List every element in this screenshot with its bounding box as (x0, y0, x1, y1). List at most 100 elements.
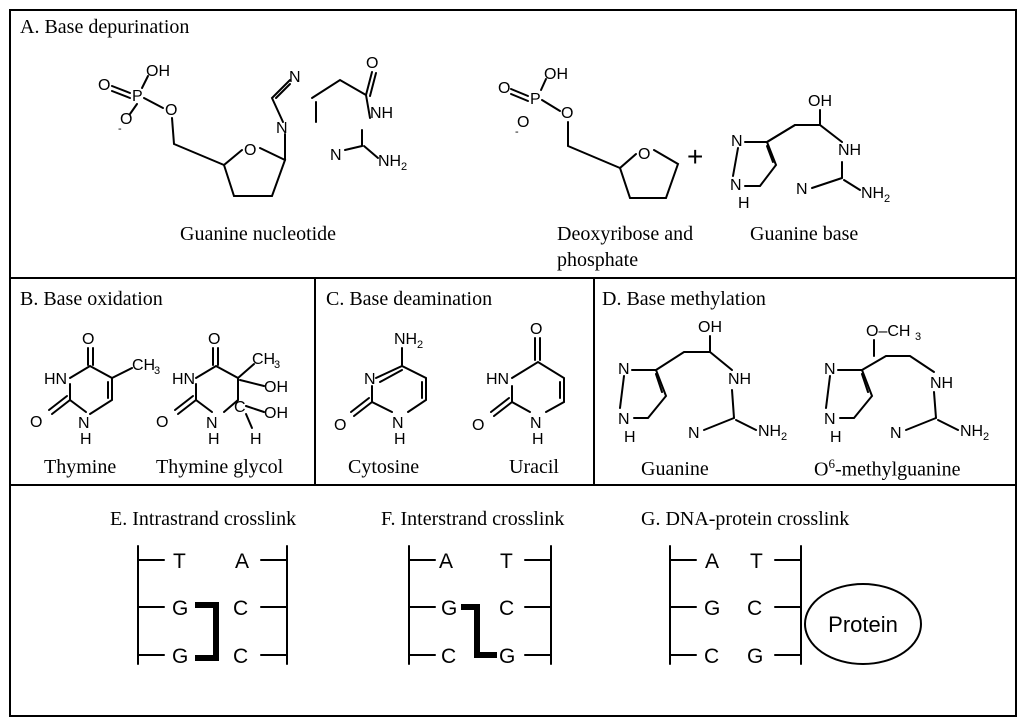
atom-oh: OH (146, 63, 170, 80)
bond (237, 363, 255, 379)
right-backbone (774, 545, 802, 665)
double-bond (766, 145, 774, 163)
atom-o: O (517, 114, 529, 131)
bond (731, 389, 735, 419)
atom-o: O (156, 414, 168, 431)
guanine-base-structure: OH N N H NH N NH 2 (730, 93, 890, 212)
ring (511, 385, 531, 413)
atom-o: O (498, 80, 510, 97)
o6-methylguanine-structure: O–CH 3 N N H NH N NH 2 (824, 323, 989, 446)
carbonyl (353, 401, 373, 417)
caption-methylguanine-rest: -methylguanine (834, 458, 961, 481)
panel-f-title: F. Interstrand crosslink (381, 508, 565, 530)
atom-oh: OH (264, 405, 288, 422)
ring (375, 364, 427, 413)
atom-n7: N (824, 361, 836, 378)
base-right-1: T (750, 550, 763, 573)
base-right-2: C (499, 597, 514, 620)
panel-g-title: G. DNA-protein crosslink (641, 508, 850, 530)
bond (363, 145, 379, 159)
crosslink-bracket (195, 602, 219, 661)
left-backbone (669, 545, 697, 665)
atom-c: C (234, 399, 246, 416)
atom-h: H (208, 431, 220, 448)
base-left-1: A (439, 550, 453, 573)
atom-n9: N (276, 120, 288, 137)
carbonyl (51, 399, 71, 415)
left-backbone (408, 545, 436, 665)
bond (905, 417, 937, 431)
bond (111, 85, 131, 94)
ring-oxygen: O (244, 142, 256, 159)
bond (171, 117, 225, 166)
base-left-1: A (705, 550, 719, 573)
subscript-3: 3 (154, 365, 160, 377)
atom-n: N (78, 415, 90, 432)
right-backbone (524, 545, 552, 665)
bond (843, 179, 861, 191)
atom-n7: N (618, 361, 630, 378)
atom-o: O (30, 414, 42, 431)
double-bond (655, 373, 663, 393)
imidazole-ring (744, 141, 778, 187)
double-bond (379, 369, 403, 383)
atom-nh2: NH (378, 153, 401, 170)
atom-n: N (364, 371, 376, 388)
bond (111, 90, 131, 99)
dna-protein-crosslink-diagram: A G C T C G Protein (669, 545, 922, 668)
base-left-3: G (172, 645, 188, 668)
protein-label: Protein (828, 612, 898, 637)
panel-b-title: B. Base oxidation (20, 288, 163, 310)
double-bond (861, 373, 869, 393)
subscript-2: 2 (401, 161, 407, 173)
subscript-2: 2 (781, 431, 787, 443)
bond (510, 88, 529, 97)
atom-nh: NH (930, 375, 953, 392)
thymine-glycol-structure: O HN CH 3 OH C OH H O N H (156, 331, 288, 448)
left-backbone (137, 545, 165, 665)
imidazole-ring (270, 79, 291, 123)
bond (239, 379, 265, 387)
atom-n: N (206, 415, 218, 432)
base-left-3: C (704, 645, 719, 668)
caption-cytosine: Cytosine (348, 456, 420, 478)
bond (811, 177, 843, 189)
ring (371, 385, 393, 413)
atom-nh2: NH (394, 331, 417, 348)
caption-deoxyribose-line2: phosphate (557, 249, 639, 271)
bond (567, 121, 621, 169)
outer-frame (9, 9, 1017, 717)
atom-n9: N (730, 177, 742, 194)
thymine-structure: O HN CH 3 O N H (30, 331, 160, 448)
atom-oh: OH (698, 319, 722, 336)
atom-nh2: NH (960, 423, 983, 440)
bond (245, 405, 265, 413)
superscript-six: 6 (828, 456, 835, 471)
base-right-2: C (747, 597, 762, 620)
subscript-2: 2 (417, 339, 423, 351)
atom-n: N (392, 415, 404, 432)
carbonyl (48, 395, 68, 411)
bond (735, 419, 757, 431)
ring-oxygen: O (638, 146, 650, 163)
carbonyl (350, 397, 370, 413)
atom-o: O (334, 417, 346, 434)
base-right-2: C (233, 597, 248, 620)
atom-nh: NH (838, 142, 861, 159)
atom-h: H (738, 195, 750, 212)
atom-p: P (132, 88, 143, 105)
carbonyl (177, 399, 197, 415)
atom-nh: NH (370, 105, 393, 122)
panel-a-title: A. Base depurination (20, 16, 190, 38)
atom-h: H (532, 431, 544, 448)
atom-o: O (98, 77, 110, 94)
bond (245, 413, 253, 429)
atom-oh: OH (264, 379, 288, 396)
subscript-2: 2 (983, 431, 989, 443)
imidazole-ring (837, 369, 874, 419)
panel-frames (9, 9, 1017, 717)
bond (143, 97, 164, 109)
carbonyl (369, 72, 377, 97)
atom-o6: O (366, 55, 378, 72)
atom-h: H (250, 431, 262, 448)
